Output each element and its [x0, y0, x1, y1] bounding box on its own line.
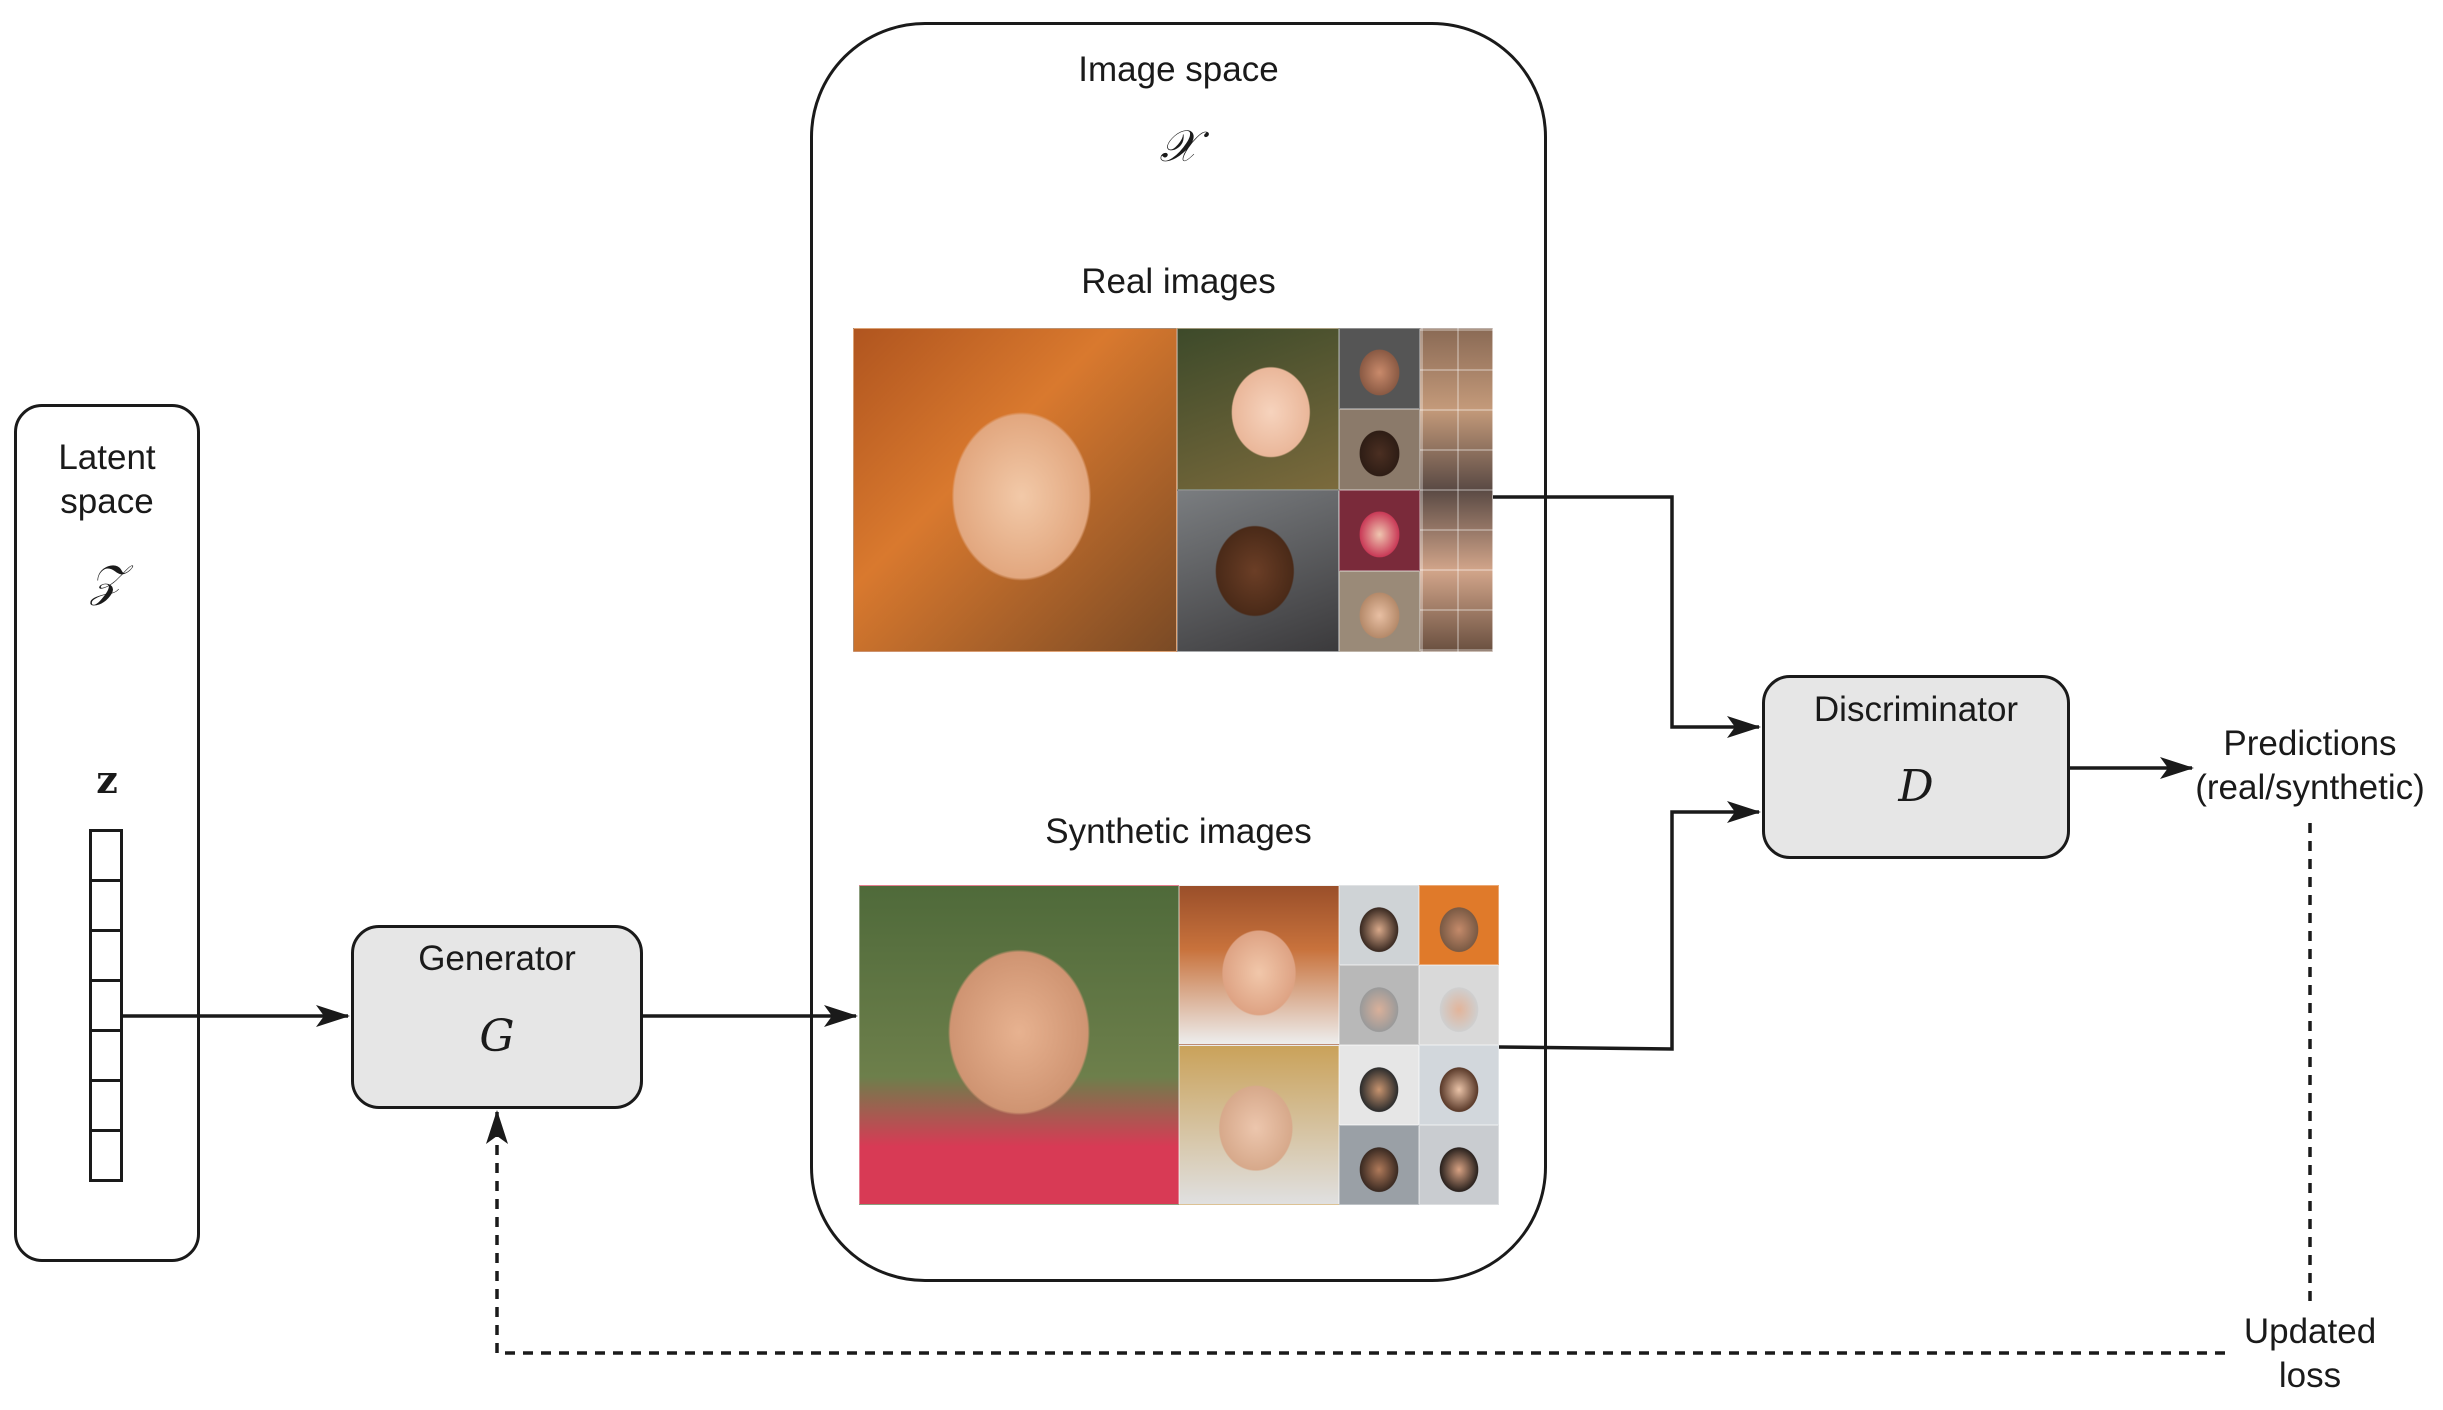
- latent-vector-cell: [89, 829, 123, 882]
- real-images-mosaic: [853, 328, 1493, 652]
- generator-node: [351, 925, 643, 1109]
- synthetic-image-small-2: [1419, 885, 1499, 965]
- discriminator-label: Discriminator: [1813, 690, 2019, 729]
- synthetic-image-small-8: [1419, 1125, 1499, 1205]
- latent-vector-cell: [89, 929, 123, 982]
- latent-vector-symbol: z: [96, 757, 118, 802]
- updated-loss-label: Updated loss: [2210, 1310, 2410, 1398]
- synthetic-to-discriminator-arrow: [1498, 801, 1761, 1051]
- latent-vector-cell: [89, 1129, 123, 1182]
- latent-space-symbol: 𝒵: [90, 556, 124, 607]
- latent-vector-cell: [89, 979, 123, 1032]
- synthetic-image-small-7: [1339, 1125, 1419, 1205]
- real-image-thumb-grid: [1420, 328, 1493, 652]
- discriminator-node: [1762, 675, 2070, 859]
- generator-label: Generator: [418, 939, 576, 978]
- synthetic-image-small-6: [1419, 1045, 1499, 1125]
- synthetic-image-small-1: [1339, 885, 1419, 965]
- image-space-title: Image space: [1078, 50, 1279, 89]
- real-image-small-4: [1339, 571, 1420, 652]
- real-image-small-3: [1339, 490, 1420, 571]
- real-image-small-1: [1339, 328, 1420, 409]
- synthetic-image-large: [859, 885, 1179, 1205]
- predictions-line2: (real/synthetic): [2195, 768, 2425, 807]
- loss-feedback-arrow: [497, 823, 2312, 1355]
- real-image-medium-1: [1177, 328, 1339, 490]
- synthetic-image-medium-1: [1179, 885, 1339, 1045]
- synthetic-images-label: Synthetic images: [1045, 812, 1312, 851]
- real-image-medium-2: [1177, 490, 1339, 652]
- generator-symbol: G: [479, 1011, 515, 1062]
- latent-space-title-line1: Latent: [58, 438, 156, 477]
- synthetic-image-medium-2: [1179, 1045, 1339, 1205]
- latent-space-title-line2: space: [60, 482, 154, 521]
- latent-space-title: Latent space: [14, 436, 200, 524]
- latent-vector-cell: [89, 1079, 123, 1132]
- synthetic-images-mosaic: [859, 885, 1499, 1205]
- real-image-small-2: [1339, 409, 1420, 490]
- predictions-label: Predictions (real/synthetic): [2180, 722, 2440, 810]
- latent-vector-cell: [89, 1029, 123, 1082]
- latent-vector: [89, 829, 123, 1182]
- real-images-label: Real images: [1081, 262, 1276, 301]
- synthetic-image-small-4: [1419, 965, 1499, 1045]
- predictions-line1: Predictions: [2223, 724, 2397, 763]
- discriminator-symbol: D: [1898, 761, 1934, 812]
- synthetic-image-small-3: [1339, 965, 1419, 1045]
- updated-loss-line2: loss: [2278, 1356, 2342, 1395]
- real-image-large: [853, 328, 1177, 652]
- real-to-discriminator-arrow: [1493, 495, 1761, 738]
- image-space-symbol: 𝒳: [1159, 121, 1198, 172]
- updated-loss-line1: Updated: [2243, 1312, 2377, 1351]
- synthetic-image-small-5: [1339, 1045, 1419, 1125]
